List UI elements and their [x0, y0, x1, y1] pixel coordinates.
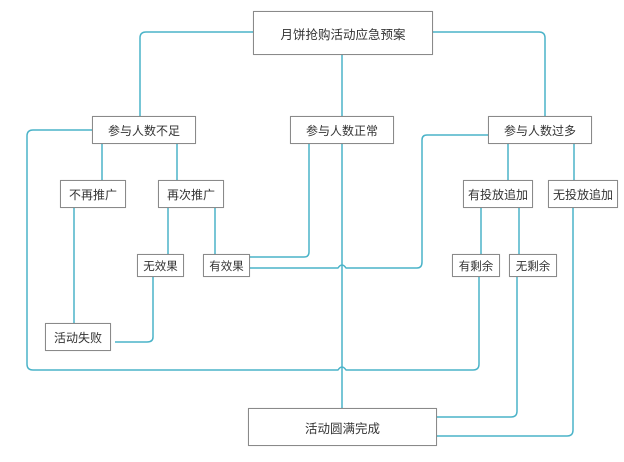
- edge-root-insufficient: [139, 31, 253, 116]
- node-no-surplus: 无剩余: [509, 254, 557, 277]
- node-no-extra-supply: 无投放追加: [548, 180, 618, 208]
- edge-nosurplus-success: [436, 276, 518, 418]
- node-root: 月饼抢购活动应急预案: [253, 11, 433, 55]
- node-with-extra-supply: 有投放追加: [463, 180, 533, 208]
- node-promo-again: 再次推广: [158, 180, 224, 208]
- node-effective: 有效果: [203, 254, 250, 277]
- node-excessive: 参与人数过多: [488, 116, 592, 144]
- node-failed: 活动失败: [45, 323, 111, 351]
- node-no-effect: 无效果: [137, 254, 184, 277]
- node-success: 活动圆满完成: [248, 408, 437, 446]
- node-has-surplus: 有剩余: [452, 254, 500, 277]
- node-no-more-promo: 不再推广: [60, 180, 126, 208]
- edge-effective-excessive: [249, 134, 488, 269]
- edge-noextra-success: [436, 207, 574, 437]
- edge-hassurplus-insufficient: [26, 129, 480, 371]
- edge-noeffect-failed: [115, 276, 154, 343]
- node-insufficient: 参与人数不足: [92, 116, 196, 144]
- edge-root-excessive: [432, 31, 546, 116]
- node-normal: 参与人数正常: [290, 116, 394, 144]
- edge-effective-normal: [249, 143, 310, 258]
